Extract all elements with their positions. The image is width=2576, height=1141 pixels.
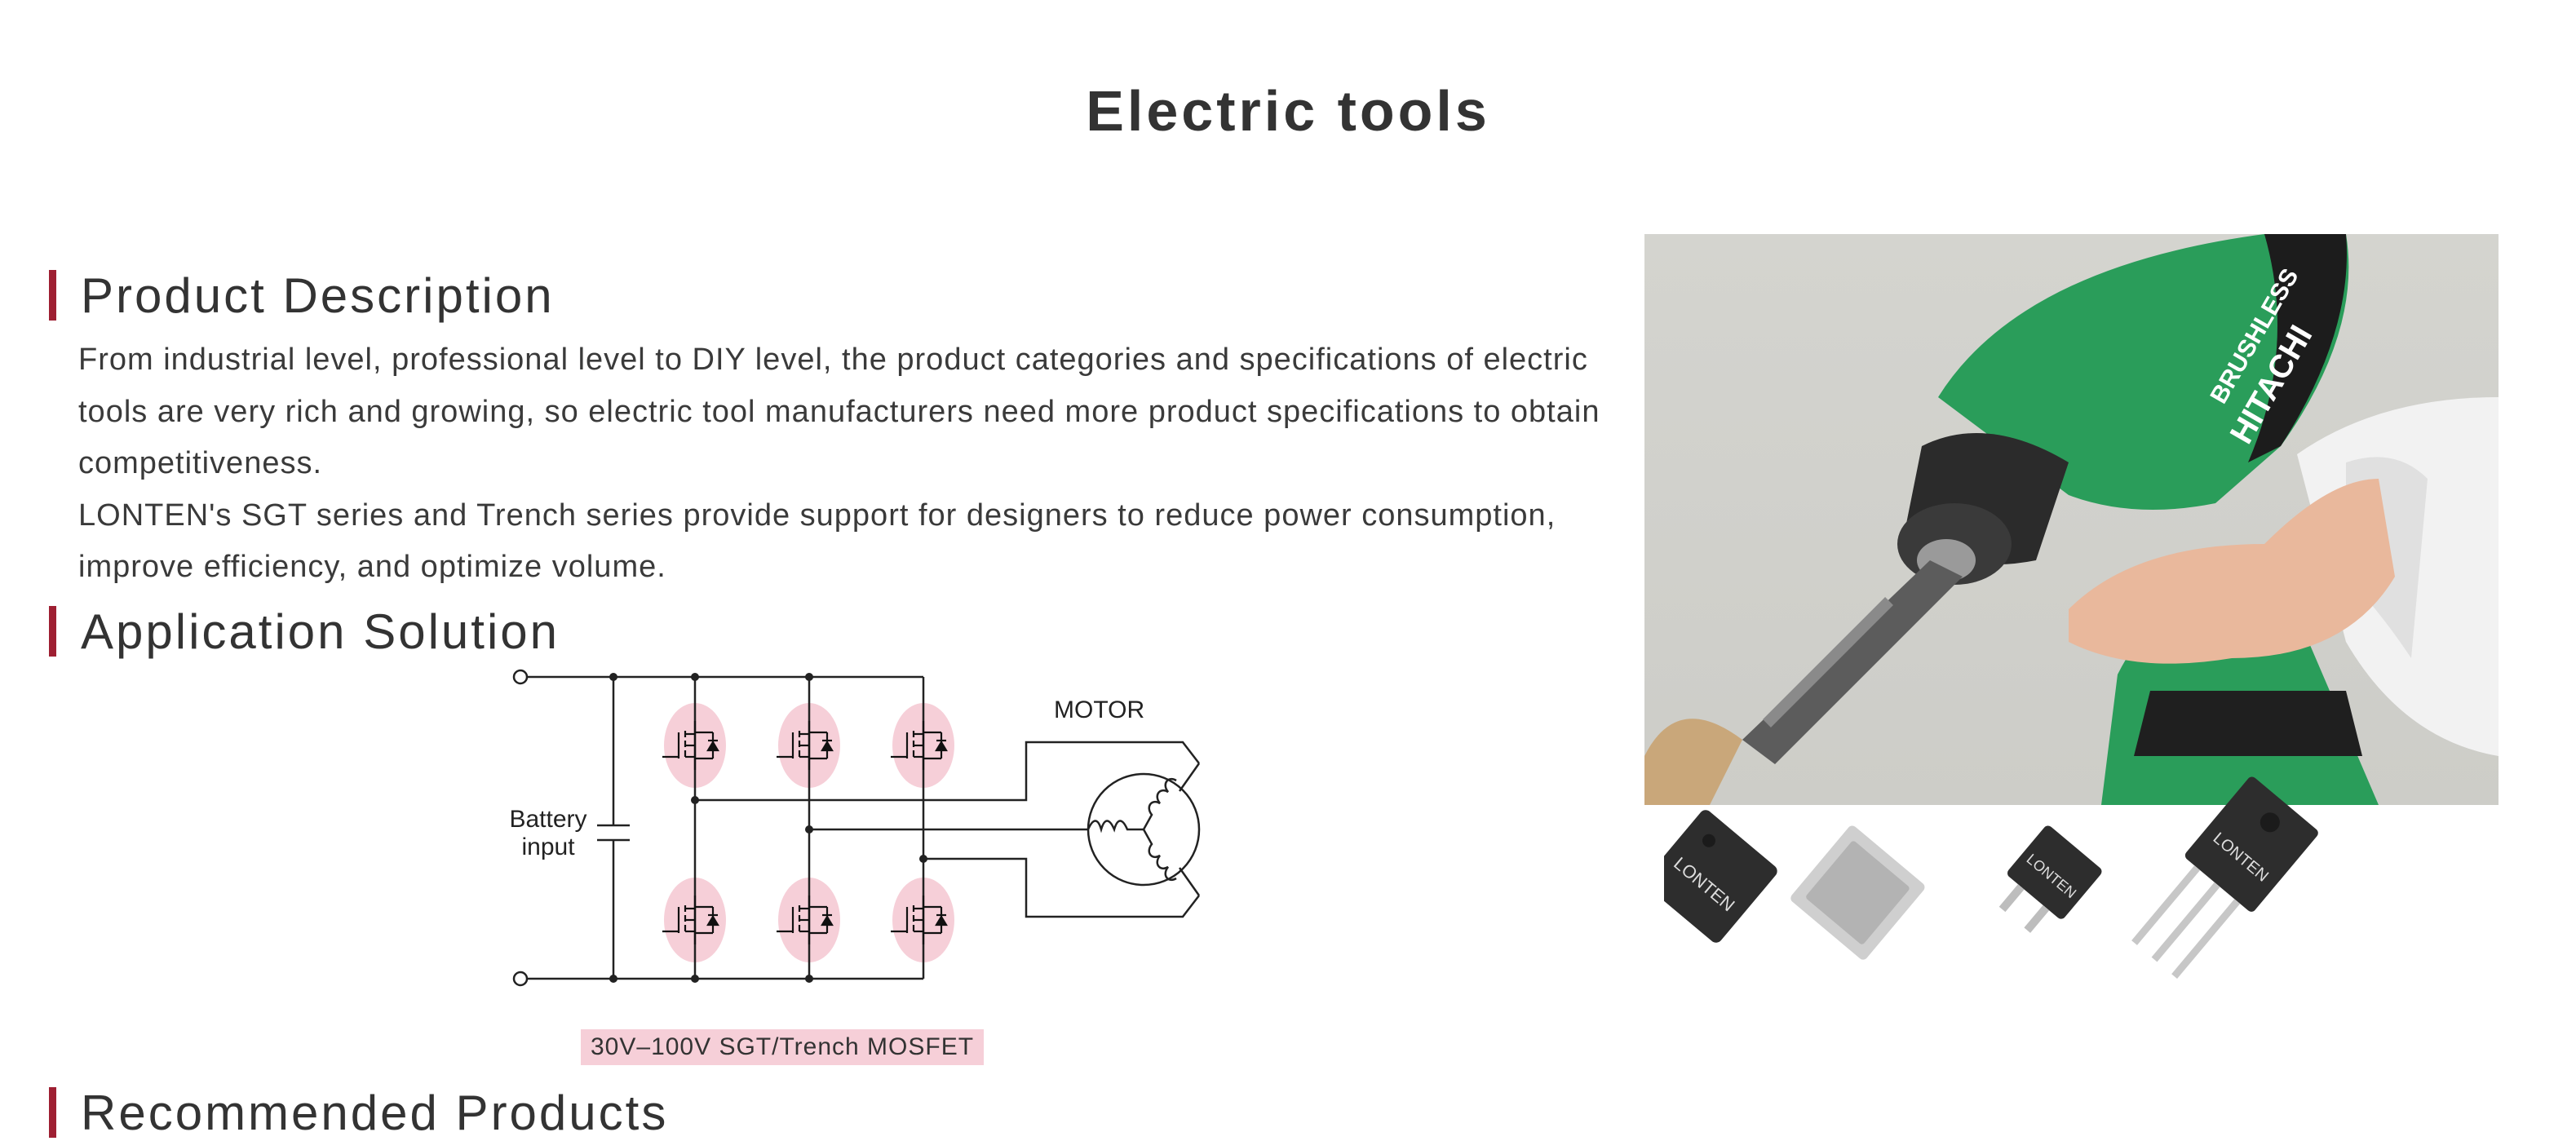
- motor-coil-left: [1087, 820, 1144, 834]
- description-paragraph-1: From industrial level, professional leve…: [78, 343, 1600, 480]
- mosfet-q5: [777, 896, 834, 944]
- mosfet-series-label: 30V–100V SGT/Trench MOSFET: [581, 1029, 985, 1065]
- mosfet-q3: [891, 721, 948, 770]
- drill-illustration: HITACHI BRUSHLESS: [1644, 234, 2499, 805]
- section-accent-bar: [49, 1087, 56, 1138]
- terminal-negative: [512, 971, 529, 987]
- section-heading-description: Product Description: [49, 268, 555, 323]
- mosfet-q1: [662, 721, 719, 770]
- hand: [2069, 479, 2395, 664]
- drill-photo: HITACHI BRUSHLESS: [1644, 234, 2499, 805]
- section-title-recommended: Recommended Products: [81, 1085, 669, 1140]
- package-2: [1790, 825, 1925, 960]
- page-title: Electric tools: [1086, 79, 1490, 143]
- description-paragraph-2: LONTEN's SGT series and Trench series pr…: [78, 498, 1556, 585]
- section-title-description: Product Description: [81, 268, 555, 323]
- mosfet-symbols: [662, 721, 948, 944]
- motor-coil-bottom: [1142, 829, 1177, 881]
- package-3: LONTEN: [1998, 825, 2102, 933]
- section-accent-bar: [49, 606, 56, 657]
- package-4: LONTEN: [2131, 776, 2318, 980]
- battery-label-line2: input: [521, 834, 575, 860]
- terminal-positive: [512, 669, 529, 685]
- wood-board: [1644, 719, 1742, 805]
- motor-label: MOTOR: [1054, 697, 1144, 723]
- mosfet-q6: [891, 896, 948, 944]
- circuit-diagram: MOTOR Battery input: [509, 669, 1201, 987]
- product-description: From industrial level, professional leve…: [78, 334, 1628, 594]
- package-1: LONTEN: [1664, 810, 1777, 943]
- circuit-junctions: [609, 673, 927, 983]
- drill-body: [1938, 234, 2349, 510]
- mosfet-packages: LONTEN LONTEN LONTEN: [1664, 776, 2318, 980]
- drill-bit: [1742, 560, 1963, 764]
- motor-coil-top: [1142, 778, 1177, 830]
- mosfet-q2: [777, 721, 834, 770]
- section-heading-recommended: Recommended Products: [49, 1085, 669, 1140]
- mosfet-q4: [662, 896, 719, 944]
- section-title-solution: Application Solution: [81, 604, 560, 659]
- section-accent-bar: [49, 270, 56, 321]
- battery-label-line1: Battery: [509, 806, 586, 833]
- section-heading-solution: Application Solution: [49, 604, 560, 659]
